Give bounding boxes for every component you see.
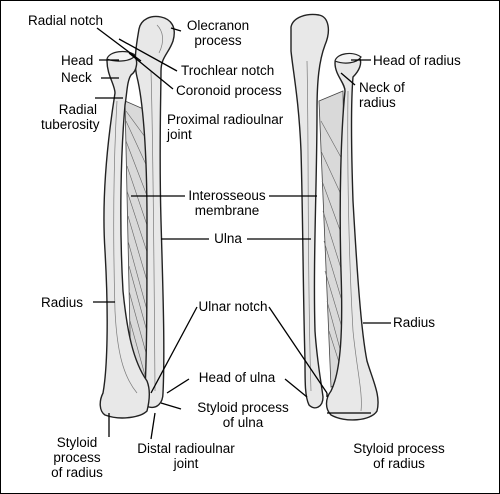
interosseous-line-2: membrane (194, 203, 260, 218)
distal-radioulnar-joint-label: Distal radioulnar joint (129, 441, 243, 471)
radius-right-label: Radius (393, 315, 436, 330)
left-forearm-view (99, 15, 175, 419)
styloid-process-of-ulna-label: Styloid process of ulna (183, 400, 303, 430)
distal-radioulnar-line-2: joint (173, 456, 199, 471)
coronoid-process-label: Coronoid process (176, 83, 282, 98)
radial-tuberosity-line-2: tuberosity (41, 117, 100, 132)
distal-radioulnar-line-1: Distal radioulnar (137, 441, 235, 456)
olecranon-process-label: Olecranon process (179, 18, 257, 48)
radial-tuberosity-label: Radial tuberosity (41, 102, 100, 132)
radius-left (99, 52, 150, 419)
radius-left-label: Radius (41, 295, 84, 310)
styloid-ulna-line-1: Styloid process (197, 400, 289, 415)
ulna-right (290, 13, 330, 409)
neck-of-radius-line-1: Neck of (359, 80, 405, 95)
styloid-radius-left-line-3: of radius (51, 465, 103, 480)
styloid-radius-right-line-1: Styloid process (353, 441, 445, 456)
interosseous-line-1: Interosseous (188, 188, 266, 203)
radius-right (325, 54, 379, 421)
interosseous-membrane-label: Interosseous membrane (185, 188, 269, 218)
olecranon-process-line-1: Olecranon (186, 18, 250, 33)
head-of-ulna-label: Head of ulna (198, 370, 276, 385)
neck-of-radius-line-2: radius (359, 95, 396, 110)
trochlear-notch-label: Trochlear notch (181, 63, 275, 78)
styloid-process-of-radius-right-label: Styloid process of radius (337, 441, 461, 471)
ulnar-notch-label: Ulnar notch (198, 299, 268, 314)
proximal-radioulnar-line-1: Proximal radioulnar (167, 112, 284, 127)
ulna-label: Ulna (214, 231, 242, 246)
right-forearm-view (290, 13, 379, 421)
styloid-process-of-radius-left-label: Styloid process of radius (45, 435, 109, 480)
neck-of-radius-label: Neck of radius (359, 80, 405, 110)
proximal-radioulnar-joint-label: Proximal radioulnar joint (167, 112, 283, 142)
styloid-radius-left-line-2: process (53, 450, 101, 465)
styloid-radius-right-line-2: of radius (373, 456, 425, 471)
ulna-left (134, 15, 175, 409)
leader-lines (93, 27, 391, 440)
radial-tuberosity-line-1: Radial (58, 102, 97, 117)
head-of-radius-label: Head of radius (373, 53, 461, 68)
radial-notch-label: Radial notch (28, 13, 104, 28)
proximal-radioulnar-line-2: joint (167, 127, 192, 142)
styloid-radius-left-line-1: Styloid (56, 435, 98, 450)
styloid-ulna-line-2: of ulna (222, 415, 264, 430)
olecranon-process-line-2: process (194, 33, 242, 48)
head-label: Head (61, 53, 94, 68)
neck-label: Neck (61, 70, 92, 85)
